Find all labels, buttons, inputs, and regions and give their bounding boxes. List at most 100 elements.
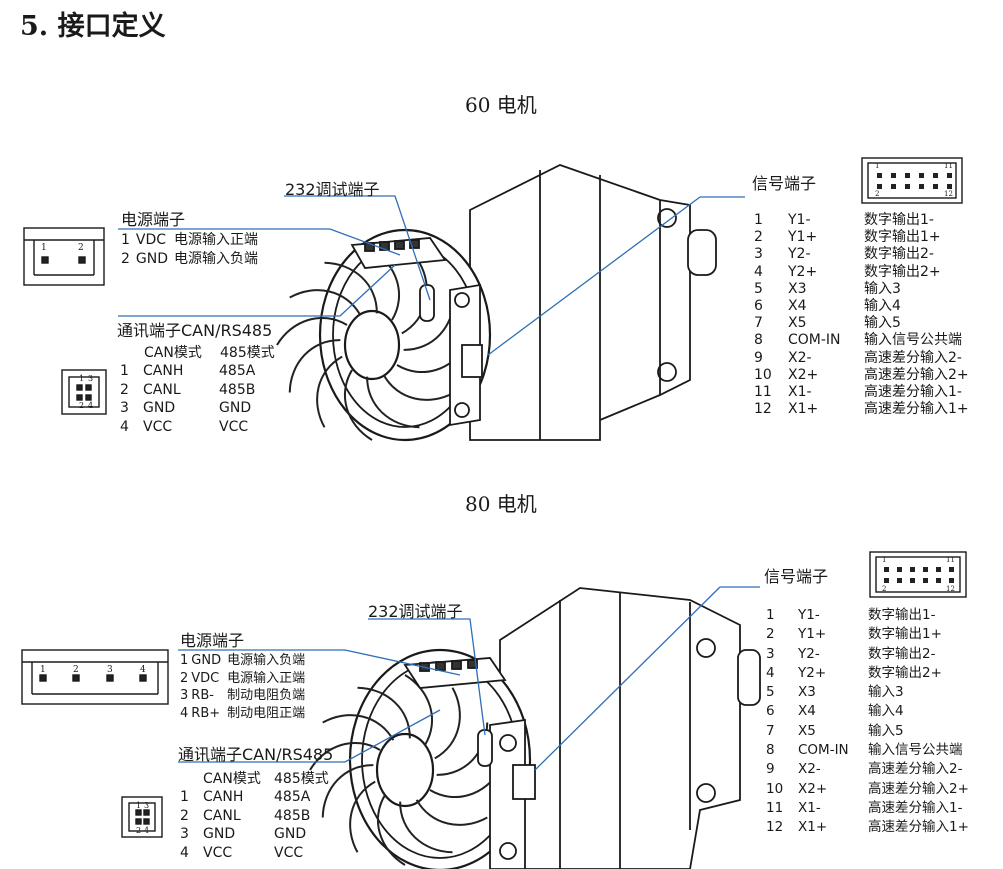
power-pin-number: 4	[140, 665, 146, 675]
pin-desc: 输入3	[864, 280, 901, 297]
signal-pin-number: 12	[946, 585, 955, 593]
pin-name: X2+	[788, 366, 819, 383]
pin-num: 7	[754, 315, 763, 332]
pin-desc: 制动电阻负端	[227, 688, 306, 703]
pin-name: X4	[798, 703, 816, 720]
power-pin-number: 1	[40, 665, 46, 675]
pin-name: Y1-	[798, 607, 820, 623]
signal-pin-number: 11	[946, 556, 955, 564]
comm-pin-number: 1	[136, 801, 142, 810]
pin-name: RB+	[191, 705, 221, 721]
motor-80-leader-lines	[178, 586, 760, 771]
pin-num: 3	[766, 645, 775, 662]
pin-num: 4	[180, 844, 189, 861]
pin-name: X1+	[788, 401, 819, 418]
pin-num: 1	[120, 363, 129, 379]
pin-desc: 输入信号公共端	[868, 742, 963, 759]
pin-desc: 高速差分输入1-	[864, 384, 962, 401]
pin-num: 2	[180, 670, 189, 686]
pin-num: 10	[766, 780, 784, 797]
pin-name: X3	[788, 280, 807, 297]
motor-80-debug-label: 232调试端子	[368, 602, 463, 621]
signal-pin-number: 2	[882, 585, 887, 593]
pin-name: X3	[798, 684, 816, 701]
motor-60-drawing	[275, 164, 717, 442]
pin-num: 4	[766, 664, 775, 681]
power-pin-number: 3	[107, 665, 113, 675]
section-title: 5. 接口定义	[20, 11, 166, 42]
pin-name: Y2-	[798, 645, 820, 662]
motor-60-debug-label: 232调试端子	[285, 180, 380, 199]
pin-name: X2-	[788, 349, 812, 366]
pin-name: Y2+	[788, 263, 818, 280]
pin-name: VDC	[191, 670, 220, 686]
pin-can: VCC	[143, 418, 173, 435]
pin-desc: 输入4	[864, 298, 901, 315]
pin-num: 4	[180, 705, 189, 721]
pin-desc: 高速差分输入2+	[868, 780, 969, 797]
pin-num: 2	[180, 807, 189, 824]
comm-header-can: CAN模式	[203, 771, 261, 787]
comm-pin-number: 3	[144, 801, 150, 810]
pin-name: Y1-	[788, 212, 811, 228]
pin-desc: 数字输出1+	[864, 229, 941, 246]
table-row: 2 GND 电源输入负端	[121, 250, 264, 269]
pin-desc: 数字输出2-	[864, 246, 934, 263]
pin-num: 2	[754, 229, 763, 246]
pin-485: GND	[219, 400, 252, 416]
power-pin-number: 2	[73, 665, 79, 675]
motor-60-signal-label: 信号端子	[752, 174, 817, 193]
pin-485: VCC	[219, 418, 249, 435]
pin-num: 1	[766, 607, 775, 623]
pin-num: 3	[180, 826, 189, 842]
pin-num: 5	[766, 684, 775, 701]
pin-name: X2-	[798, 761, 821, 778]
pin-name: X5	[798, 722, 816, 739]
motor-60-title: 60 电机	[465, 93, 537, 117]
pin-num: 2	[120, 381, 129, 398]
pin-name: Y1+	[788, 229, 818, 246]
pin-can: GND	[203, 826, 236, 842]
motor-60-power-label: 电源端子	[121, 210, 186, 229]
pin-desc: 电源输入正端	[227, 670, 306, 686]
pin-name: X1-	[788, 384, 812, 401]
table-row: 7 X5 输入5	[754, 315, 975, 332]
pin-485: 485B	[219, 381, 256, 398]
comm-header-485: 485模式	[274, 771, 329, 787]
pin-name: X5	[788, 315, 807, 332]
power-pin-number: 1	[41, 243, 47, 253]
pin-desc: 输入5	[864, 315, 901, 332]
pin-num: 12	[766, 819, 784, 836]
pin-485: 485A	[219, 363, 256, 379]
pin-name: COM-IN	[798, 742, 849, 759]
power-pin-number: 2	[78, 243, 84, 253]
motor-80-drawing	[308, 587, 761, 869]
pin-num: 6	[766, 703, 775, 720]
motor-80-title: 80 电机	[465, 492, 537, 516]
pin-desc: 高速差分输入2-	[864, 349, 962, 366]
pin-name: GND	[191, 653, 222, 668]
pin-name: X4	[788, 298, 807, 315]
motor-60-comm-connector	[61, 369, 107, 415]
